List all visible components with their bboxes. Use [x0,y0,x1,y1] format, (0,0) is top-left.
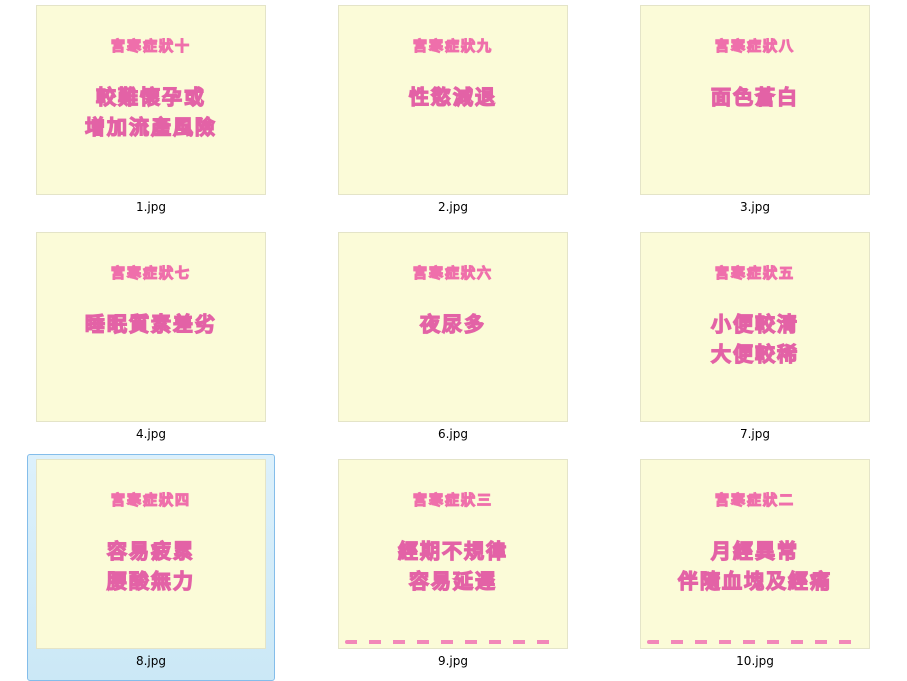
slide-title: 宮寒症狀七 [110,265,191,282]
slide-title: 宮寒症狀十 [110,38,191,55]
thumbnail-image: 宮寒症狀八 面色蒼白 [640,5,870,195]
filename-label: 3.jpg [739,200,771,214]
file-item[interactable]: 宮寒症狀二 月經異常 伴隨血塊及經痛 10.jpg [631,454,879,681]
thumbnail-image: 宮寒症狀六 夜尿多 [338,232,568,422]
thumbnail-image: 宮寒症狀四 容易疲累 腰酸無力 [36,459,266,649]
slide-body: 面色蒼白 [710,84,799,109]
file-item[interactable]: 宮寒症狀十 較難懷孕或 增加流產風險 1.jpg [27,0,275,227]
slide-title: 宮寒症狀四 [110,492,191,509]
slide-title: 宮寒症狀三 [412,492,493,509]
filename-label: 8.jpg [135,654,167,668]
thumbnail-image: 宮寒症狀七 睡眠質素差劣 [36,232,266,422]
filename-label: 10.jpg [736,654,774,668]
thumbnail-image: 宮寒症狀三 經期不規律 容易延遲 [338,459,568,649]
file-item[interactable]: 宮寒症狀五 小便較清 大便較稀 7.jpg [631,227,879,454]
filename-label: 2.jpg [437,200,469,214]
file-item[interactable]: 宮寒症狀三 經期不規律 容易延遲 9.jpg [329,454,577,681]
thumbnail-image: 宮寒症狀五 小便較清 大便較稀 [640,232,870,422]
filename-label: 1.jpg [135,200,167,214]
filename-label: 9.jpg [437,654,469,668]
slide-body: 小便較清 大便較稀 [710,311,799,366]
slide-title: 宮寒症狀八 [714,38,795,55]
slide-title: 宮寒症狀二 [714,492,795,509]
slide-title: 宮寒症狀六 [412,265,493,282]
file-item-selected[interactable]: 宮寒症狀四 容易疲累 腰酸無力 8.jpg [27,454,275,681]
filename-label: 7.jpg [739,427,771,441]
file-item[interactable]: 宮寒症狀八 面色蒼白 3.jpg [631,0,879,227]
slide-body: 容易疲累 腰酸無力 [106,538,195,593]
filename-label: 4.jpg [135,427,167,441]
thumbnail-image: 宮寒症狀二 月經異常 伴隨血塊及經痛 [640,459,870,649]
slide-body: 夜尿多 [419,311,486,336]
slide-body: 性慾減退 [408,84,497,109]
slide-body: 月經異常 伴隨血塊及經痛 [677,538,832,593]
file-item[interactable]: 宮寒症狀六 夜尿多 6.jpg [329,227,577,454]
file-item[interactable]: 宮寒症狀七 睡眠質素差劣 4.jpg [27,227,275,454]
slide-title: 宮寒症狀九 [412,38,493,55]
thumbnail-image: 宮寒症狀十 較難懷孕或 增加流產風險 [36,5,266,195]
file-item[interactable]: 宮寒症狀九 性慾減退 2.jpg [329,0,577,227]
slide-body: 較難懷孕或 增加流產風險 [84,84,217,139]
filename-label: 6.jpg [437,427,469,441]
thumbnail-image: 宮寒症狀九 性慾減退 [338,5,568,195]
slide-body: 經期不規律 容易延遲 [397,538,508,593]
slide-body: 睡眠質素差劣 [84,311,217,336]
slide-title: 宮寒症狀五 [714,265,795,282]
